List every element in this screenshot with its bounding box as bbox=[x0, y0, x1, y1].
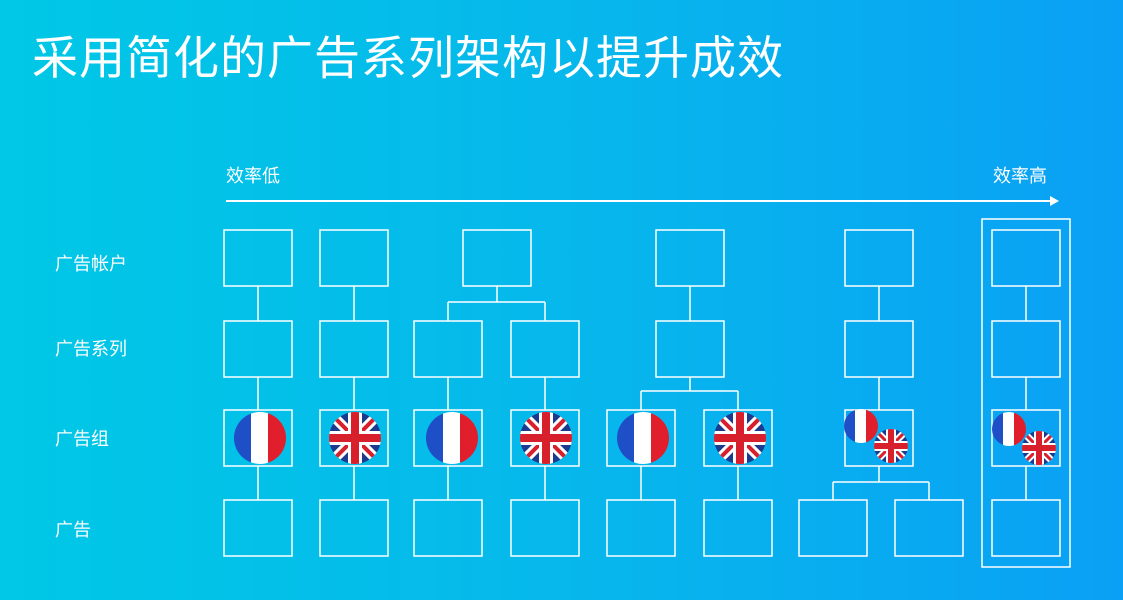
account-box bbox=[991, 229, 1061, 287]
ad-box bbox=[223, 499, 293, 557]
france-flag-icon bbox=[426, 412, 478, 464]
page-title: 采用简化的广告系列架构以提升成效 bbox=[32, 31, 784, 85]
france-flag-icon bbox=[617, 412, 669, 464]
efficiency-axis-line bbox=[226, 200, 1052, 202]
france-flag-icon bbox=[844, 409, 878, 443]
highlight-frame bbox=[981, 218, 1071, 568]
ad-box bbox=[894, 499, 964, 557]
campaign-box bbox=[413, 320, 483, 378]
france-flag-icon bbox=[234, 412, 286, 464]
account-box bbox=[319, 229, 389, 287]
account-box bbox=[223, 229, 293, 287]
row-label-campaign: 广告系列 bbox=[55, 339, 127, 360]
ad-box bbox=[703, 499, 773, 557]
ad-box bbox=[319, 499, 389, 557]
campaign-box bbox=[319, 320, 389, 378]
ad-box bbox=[510, 499, 580, 557]
uk-flag-icon bbox=[325, 408, 385, 468]
ad-box bbox=[798, 499, 868, 557]
ad-box bbox=[606, 499, 676, 557]
row-label-ad: 广告 bbox=[55, 520, 91, 541]
uk-flag-icon bbox=[710, 408, 770, 468]
campaign-box bbox=[655, 320, 725, 378]
campaign-box bbox=[223, 320, 293, 378]
account-box bbox=[462, 229, 532, 287]
account-box bbox=[655, 229, 725, 287]
account-box bbox=[844, 229, 914, 287]
uk-flag-icon bbox=[516, 408, 576, 468]
uk-flag-icon bbox=[871, 426, 911, 466]
axis-high-label: 效率高 bbox=[993, 166, 1047, 187]
axis-arrow-icon bbox=[1050, 196, 1059, 206]
ad-box bbox=[413, 499, 483, 557]
campaign-box bbox=[991, 320, 1061, 378]
campaign-box bbox=[510, 320, 580, 378]
axis-low-label: 效率低 bbox=[226, 166, 280, 187]
row-label-ad-set: 广告组 bbox=[55, 429, 109, 450]
campaign-box bbox=[844, 320, 914, 378]
row-label-account: 广告帐户 bbox=[55, 254, 127, 275]
france-flag-icon bbox=[992, 412, 1026, 446]
ad-box bbox=[991, 499, 1061, 557]
